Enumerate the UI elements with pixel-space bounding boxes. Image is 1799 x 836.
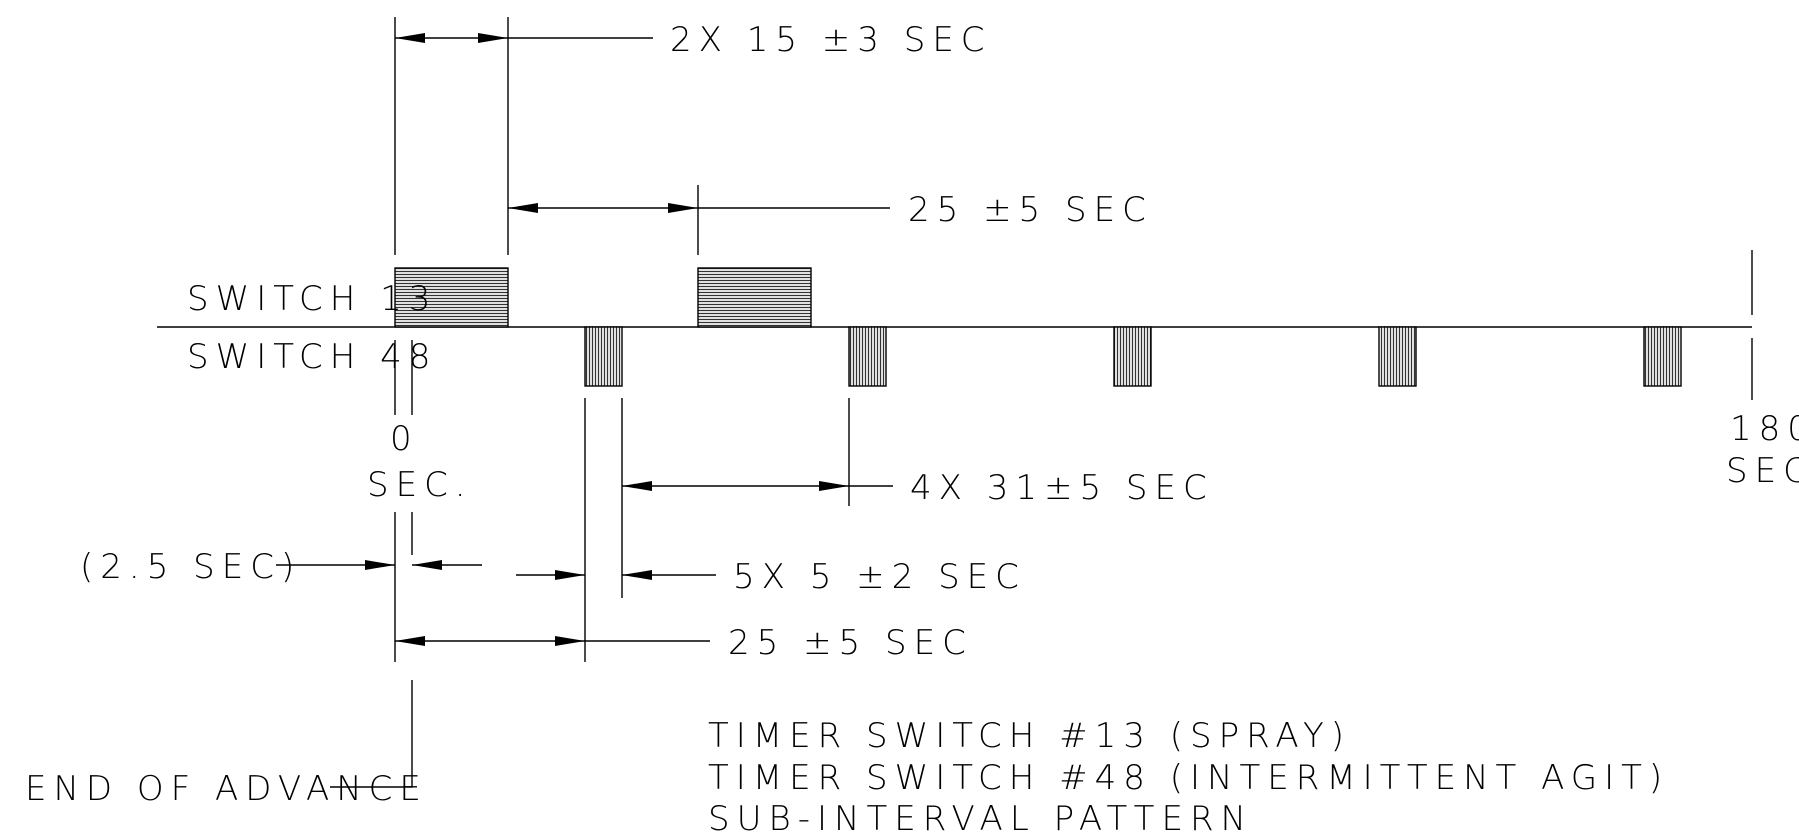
legend-line-1: TIMER SWITCH #13 (SPRAY) <box>708 716 1351 756</box>
dimension-agit-on-label: 5X 5 ±2 SEC <box>733 557 1026 597</box>
switch13-label: SWITCH 13 <box>187 279 437 319</box>
switch13-pulse-1 <box>394 267 509 328</box>
dimension-agit-interval-label: 4X 31±5 SEC <box>910 468 1214 508</box>
switch48-pulse-1 <box>584 326 623 387</box>
dimension-agit-first-label: 25 ±5 SEC <box>728 623 973 663</box>
end-of-advance-label: END OF ADVANCE <box>25 769 428 809</box>
switch48-pulse-2 <box>848 326 887 387</box>
switch48-pulse-4 <box>1378 326 1417 387</box>
axis-start-value: 0 <box>390 419 419 459</box>
axis-end-unit: SEC. <box>1726 451 1799 491</box>
axis-end-value: 180 <box>1730 409 1799 449</box>
switch48-pulse-3 <box>1113 326 1152 387</box>
axis-start-unit: SEC. <box>367 465 473 505</box>
legend-line-2: TIMER SWITCH #48 (INTERMITTENT AGIT) <box>708 758 1669 798</box>
switch13-pulse-2 <box>697 267 812 328</box>
dimension-offset-label: (2.5 SEC) <box>80 547 301 587</box>
switch48-pulse-5 <box>1643 326 1682 387</box>
dimension-spray-on-label: 2X 15 ±3 SEC <box>670 20 992 60</box>
end-of-advance-leader <box>330 680 413 788</box>
dimension-spray-off-label: 25 ±5 SEC <box>908 190 1153 230</box>
switch48-label: SWITCH 48 <box>187 337 437 377</box>
legend-line-3: SUB-INTERVAL PATTERN <box>708 799 1253 836</box>
